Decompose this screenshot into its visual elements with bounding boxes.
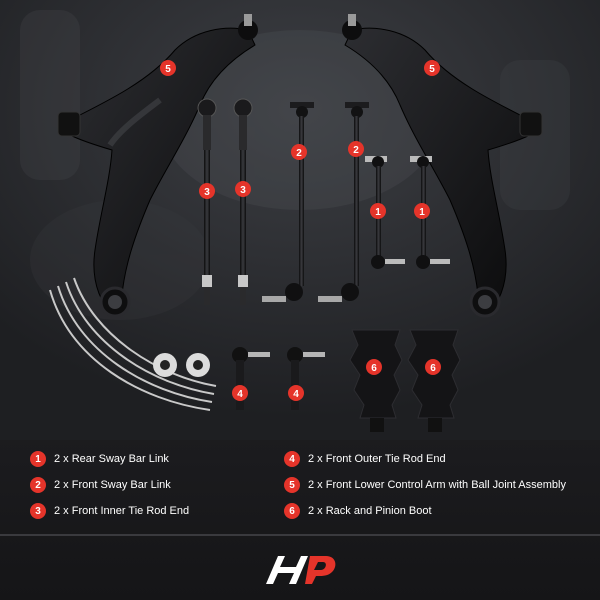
legend-text: 2 x Front Outer Tie Rod End [308,453,446,465]
legend-item-6: 6 2 x Rack and Pinion Boot [284,502,432,520]
marker-6-right: 6 [430,363,436,374]
marker-1-left: 1 [375,207,381,218]
legend-item-2: 2 2 x Front Sway Bar Link [30,476,171,494]
marker-6-left: 6 [371,363,377,374]
legend-badge: 3 [30,503,46,519]
marker-5-left: 5 [165,64,171,75]
legend-item-1: 1 2 x Rear Sway Bar Link [30,450,169,468]
marker-2-right: 2 [353,145,359,156]
inner-tie-rod-right [233,98,253,305]
parts-photo: 5 5 2 2 3 3 1 1 4 4 6 6 [0,0,600,440]
legend-badge: 2 [30,477,46,493]
legend-item-3: 3 2 x Front Inner Tie Rod End [30,502,189,520]
divider [0,534,600,536]
control-arm-left [57,14,258,318]
washers [153,353,210,377]
legend-badge: 4 [284,451,300,467]
front-sway-bar-link-right [318,102,369,302]
marker-2-left: 2 [296,148,302,159]
marker-4-left: 4 [237,389,243,400]
brand-logo-icon [266,556,336,584]
outer-tie-rod-end-right [287,347,325,410]
zip-ties [49,277,217,411]
marker-3-left: 3 [204,187,210,198]
legend-item-4: 4 2 x Front Outer Tie Rod End [284,450,446,468]
legend-badge: 1 [30,451,46,467]
legend-text: 2 x Front Sway Bar Link [54,479,171,491]
parts-legend: 1 2 x Rear Sway Bar Link 2 2 x Front Swa… [0,440,600,528]
front-sway-bar-link-left [262,102,314,302]
legend-item-5: 5 2 x Front Lower Control Arm with Ball … [284,476,566,494]
legend-text: 2 x Rear Sway Bar Link [54,453,169,465]
legend-text: 2 x Front Lower Control Arm with Ball Jo… [308,479,566,491]
legend-badge: 6 [284,503,300,519]
marker-3-right: 3 [240,185,246,196]
marker-4-right: 4 [293,389,299,400]
photo-markers: 5 5 2 2 3 3 1 1 4 4 6 6 [160,60,441,401]
legend-text: 2 x Rack and Pinion Boot [308,505,432,517]
control-arm-right [342,14,543,318]
marker-5-right: 5 [429,64,435,75]
marker-1-right: 1 [419,207,425,218]
legend-text: 2 x Front Inner Tie Rod End [54,505,190,517]
inner-tie-rod-left [197,98,217,305]
legend-badge: 5 [284,477,300,493]
